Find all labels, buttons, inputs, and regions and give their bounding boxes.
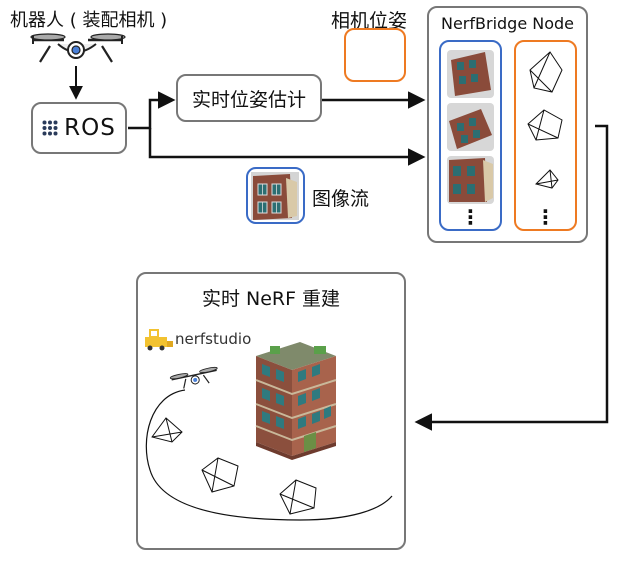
image-frame-1 [447, 50, 494, 98]
nerfbridge-node: NerfBridge Node [427, 6, 588, 243]
image-more-indicator: ⋮ [460, 205, 481, 229]
flight-path [145, 389, 393, 521]
pose-estimation-label: 实时位姿估计 [191, 88, 306, 111]
image-stream-label: 图像流 [312, 188, 370, 210]
pose-estimation-node: 实时位姿估计 [176, 74, 322, 122]
image-column: ⋮ [439, 40, 502, 231]
panel-frustum-2 [201, 457, 239, 493]
panel-drone-icon [169, 366, 218, 389]
panel-frustum-3 [279, 479, 317, 515]
ros-label: ROS [64, 115, 116, 141]
ros-grid-icon [42, 120, 58, 136]
realtime-nerf-panel: 实时 NeRF 重建 [136, 272, 406, 550]
pose-more-indicator: ⋮ [535, 205, 556, 229]
nerfstudio-logo-icon [145, 329, 173, 351]
nerfstudio-label: nerfstudio [175, 330, 252, 348]
frustum-3 [535, 169, 559, 189]
arrow-nerfbridge-to-nerf [414, 124, 609, 431]
arrow-ros-to-nerfbridge [148, 128, 426, 166]
arrow-ros-to-pose [128, 91, 176, 130]
drone-icon [30, 33, 126, 63]
frustum-1 [529, 51, 563, 93]
realtime-nerf-title: 实时 NeRF 重建 [201, 288, 341, 310]
building-thumbnail [251, 172, 299, 220]
image-frame-2 [447, 103, 494, 151]
ros-node: ROS [31, 102, 127, 154]
robot-label: 机器人 ( 装配相机 ) [10, 10, 168, 31]
camera-pose-label: 相机位姿 [331, 10, 408, 32]
image-frame-3 [447, 156, 494, 204]
camera-pose-box [344, 28, 406, 82]
nerfbridge-title: NerfBridge Node [440, 14, 575, 33]
building-3d-render [255, 342, 337, 460]
pose-column: ⋮ [514, 40, 577, 231]
image-stream-box [246, 167, 305, 224]
frustum-2 [527, 109, 563, 141]
panel-frustum-1 [151, 417, 183, 443]
